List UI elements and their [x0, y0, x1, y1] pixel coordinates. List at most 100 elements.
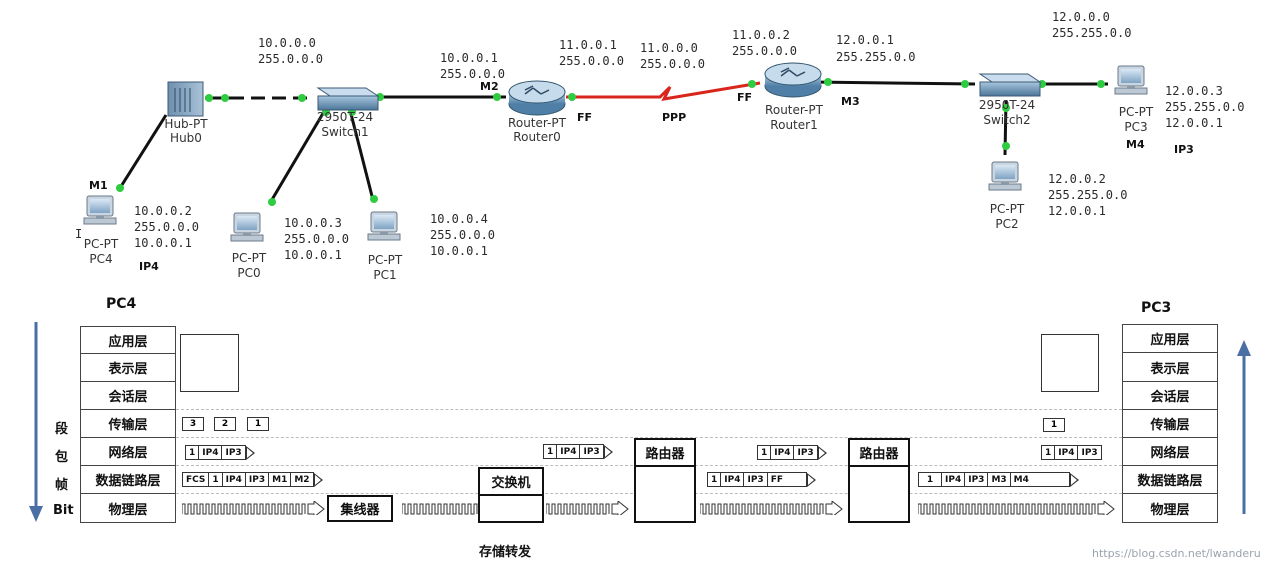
hub0[interactable]: Hub-PT Hub0: [164, 81, 208, 145]
network-topology: Hub-PT Hub0 2950T-24 Switch1 Router-PT R…: [75, 10, 1244, 282]
bitstream: [182, 501, 325, 515]
left-layer-network: 网络层: [80, 437, 176, 466]
links: [118, 80, 1108, 204]
packet-left: 1 IP4 IP3: [185, 445, 255, 460]
packet-field: 1: [1041, 445, 1056, 460]
pc1-gateway: 10.0.0.1: [430, 244, 488, 258]
switch1-name: Switch1: [321, 125, 368, 139]
arrow-right-icon: [313, 472, 323, 487]
pc3[interactable]: PC-PT PC3: [1114, 65, 1154, 134]
tag-ip4: IP4: [139, 260, 159, 273]
right-layer-application: 应用层: [1122, 324, 1218, 353]
frame-field: M3: [987, 472, 1011, 487]
pc0-mask: 255.0.0.0: [284, 232, 349, 246]
packet-mid-b: 1 IP4 IP3: [757, 445, 827, 460]
tag-m1: M1: [89, 179, 108, 192]
frame-field: IP3: [244, 472, 270, 487]
packet-field: IP4: [556, 444, 581, 459]
pc4-name: PC4: [89, 252, 112, 266]
pc1-name: PC1: [373, 268, 396, 282]
router1[interactable]: Router-PT Router1: [764, 62, 824, 132]
router-device-a-label: 路由器: [636, 440, 694, 467]
pc1[interactable]: PC-PT PC1: [367, 211, 403, 282]
frame-field: IP3: [743, 472, 768, 487]
frame-field: M4: [1009, 472, 1070, 487]
unit-frame: 帧: [55, 478, 69, 493]
left-layer-datalink: 数据链路层: [80, 465, 176, 494]
switch-device: 交换机: [478, 467, 544, 523]
pc4-gateway: 10.0.0.1: [134, 236, 192, 250]
packet-field: IP3: [793, 445, 818, 460]
pc4-mask: 255.0.0.0: [134, 220, 199, 234]
pc4[interactable]: PC-PT PC4 I: [75, 195, 119, 266]
up-arrow-icon: [1237, 340, 1251, 514]
router0-type: Router-PT: [508, 116, 567, 130]
address-labels: 10.0.0.0 255.0.0.0 10.0.0.1 255.0.0.0 11…: [134, 10, 1244, 262]
bitstream: [918, 501, 1115, 515]
packet-field: 1: [757, 445, 772, 460]
tag-ppp: PPP: [662, 111, 686, 124]
frame-field: M2: [290, 472, 314, 487]
switch1[interactable]: 2950T-24 Switch1: [316, 87, 380, 139]
left-host-title: PC4: [106, 296, 137, 312]
packet-right: 1 IP4 IP3: [1041, 445, 1102, 460]
frame-field: 1: [918, 472, 942, 487]
bitstream: [402, 503, 478, 515]
lan2-mask: 255.255.0.0: [1052, 26, 1131, 40]
unit-bit: Bit: [53, 503, 74, 518]
packet-mid-a: 1 IP4 IP3: [543, 444, 613, 459]
tag-ff-right: FF: [737, 91, 752, 104]
pc2[interactable]: PC-PT PC2: [988, 161, 1025, 231]
router1-lan-ip: 12.0.0.1: [836, 33, 894, 47]
router-device-b: 路由器: [848, 438, 910, 523]
down-arrow-icon: [29, 322, 43, 522]
router1-lan-mask: 255.255.0.0: [836, 50, 915, 64]
unit-packet: 包: [55, 450, 69, 465]
tag-m3: M3: [841, 95, 860, 108]
row-separator: [176, 437, 1122, 438]
packet-field: IP3: [579, 444, 604, 459]
router-device-a: 路由器: [634, 438, 696, 523]
hub0-name: Hub0: [170, 131, 202, 145]
right-layer-physical: 物理层: [1122, 493, 1218, 523]
watermark: https://blog.csdn.net/lwanderu: [1092, 547, 1261, 560]
right-host-title: PC3: [1141, 300, 1172, 316]
frame-right: 1 IP4 IP3 M3 M4: [918, 472, 1079, 487]
frame-field: IP3: [964, 472, 989, 487]
wan-mask: 255.0.0.0: [640, 57, 705, 71]
tag-m2: M2: [480, 80, 499, 93]
right-layer-datalink: 数据链路层: [1122, 465, 1218, 494]
wan-net: 11.0.0.0: [640, 41, 698, 55]
pc3-mask: 255.255.0.0: [1165, 100, 1244, 114]
left-layer-transport: 传输层: [80, 409, 176, 438]
unit-segment: 段: [55, 422, 69, 437]
router1-type: Router-PT: [765, 103, 824, 117]
pc2-type: PC-PT: [990, 202, 1025, 216]
packet-field: IP3: [221, 445, 246, 460]
pc3-type: PC-PT: [1119, 105, 1154, 119]
pc1-ip: 10.0.0.4: [430, 212, 488, 226]
packet-field: 1: [185, 445, 200, 460]
interface-tags: M1 M2 M3 M4 IP4 IP3 FF FF PPP: [89, 80, 1194, 273]
frame-field: 1: [707, 472, 722, 487]
packet-field: IP4: [198, 445, 223, 460]
pc0[interactable]: PC-PT PC0: [230, 212, 267, 280]
router0-wan-ip: 11.0.0.1: [559, 38, 617, 52]
arrow-right-icon: [245, 445, 255, 460]
tag-m4: M4: [1126, 138, 1145, 151]
pc0-name: PC0: [237, 266, 260, 280]
pc3-gateway: 12.0.0.1: [1165, 116, 1223, 130]
segment-box: 1: [247, 417, 269, 431]
bitstream: [700, 501, 843, 515]
frame-mid: 1 IP4 IP3 FF: [707, 472, 816, 487]
frame-left: FCS 1 IP4 IP3 M1 M2: [182, 472, 323, 487]
frame-field: FCS: [182, 472, 210, 487]
router0[interactable]: Router-PT Router0: [508, 80, 567, 144]
left-app-data-box: [180, 334, 239, 392]
switch2[interactable]: 2950T-24 Switch2: [978, 73, 1042, 127]
left-layer-session: 会话层: [80, 381, 176, 410]
router0-wan-mask: 255.0.0.0: [559, 54, 624, 68]
pc4-type: PC-PT: [84, 237, 119, 251]
arrow-right-icon: [817, 445, 827, 460]
pc0-gateway: 10.0.0.1: [284, 248, 342, 262]
